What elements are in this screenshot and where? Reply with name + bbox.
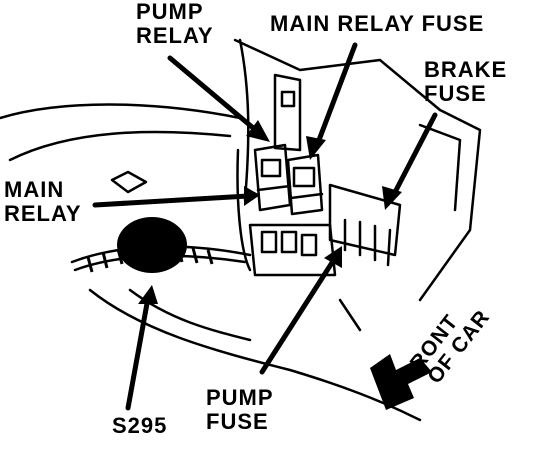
housing-right-edge (418, 108, 482, 302)
pump-relay-arrow-head (246, 120, 270, 142)
fuse-block (328, 183, 402, 257)
connector-block (248, 223, 337, 277)
diamond-marker (110, 170, 148, 194)
s295-label: S295 (112, 413, 168, 438)
pump-fuse-label: PUMP FUSE (206, 385, 274, 434)
s295-arrow-line (125, 295, 151, 411)
s295-arrow-head (138, 285, 158, 304)
housing-upper-line (233, 38, 442, 112)
pump-relay-base (289, 192, 324, 200)
bracket-edge (338, 298, 362, 332)
wire-lead (238, 38, 250, 202)
inner-panel-curve (8, 130, 232, 162)
pump-relay-label: PUMP RELAY (136, 0, 214, 48)
brake-fuse-arrow-head (382, 186, 402, 210)
pump-relay-face (292, 166, 316, 188)
s295-splice (117, 217, 187, 273)
main-relay-fuse-arrow-line (313, 42, 358, 151)
connector-pin-1 (260, 230, 278, 254)
bracket-slot (280, 90, 296, 108)
relay-bracket (273, 73, 302, 152)
pump-relay-arrow-line (167, 55, 261, 135)
main-relay-body (253, 143, 292, 212)
brake-fuse-arrow-line (389, 112, 438, 201)
connector-pin-3 (300, 233, 318, 257)
main-relay-label: MAIN RELAY (4, 177, 82, 226)
brake-fuse-label: BRAKE FUSE (424, 57, 508, 106)
connector-pin-2 (280, 230, 298, 254)
main-relay-arrow-head (244, 186, 260, 206)
front-of-car-arrow (370, 354, 432, 410)
pump-fuse-arrow-head (324, 246, 342, 268)
lower-body-curve (88, 288, 422, 422)
main-relay-base (256, 184, 292, 192)
pump-relay-body (286, 153, 324, 216)
pump-fuse-arrow-line (259, 255, 338, 375)
main-relay-fuse-arrow-head (306, 136, 326, 160)
main-relay-fuse-label: MAIN RELAY FUSE (270, 11, 485, 36)
main-relay-arrow-line (92, 193, 251, 208)
main-relay-face (260, 158, 282, 178)
fuse-row-4 (386, 228, 392, 267)
wire-lead-2 (236, 148, 252, 272)
housing-right-inner (418, 123, 462, 212)
fender-outline (0, 103, 242, 120)
